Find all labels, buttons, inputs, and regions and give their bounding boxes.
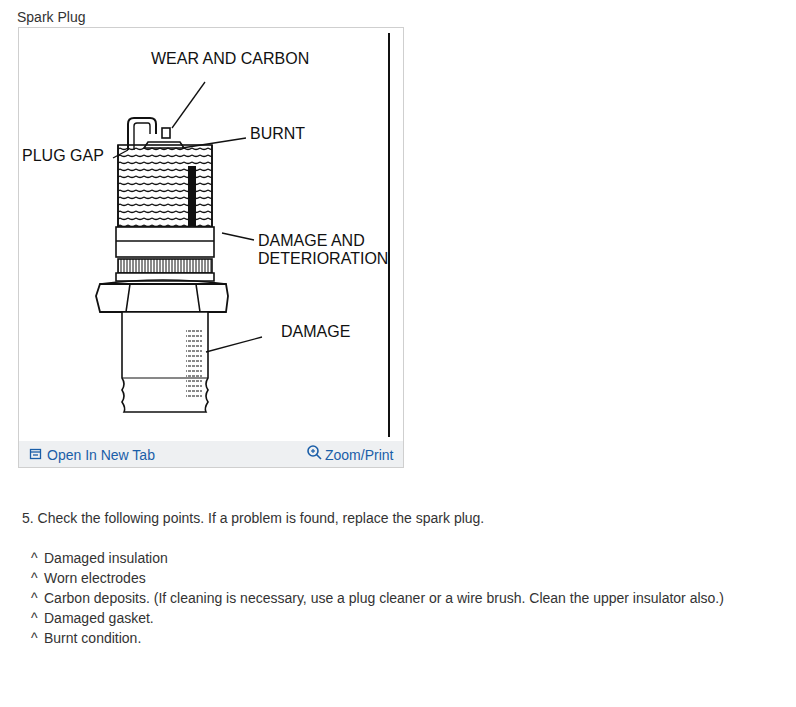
open-tab-icon	[31, 450, 41, 459]
bullet-mark: ^	[31, 630, 38, 646]
toolbar-link: Zoom/Print	[325, 447, 393, 463]
bullet-mark: ^	[31, 610, 38, 626]
image-frame	[19, 28, 404, 468]
instruction-text: 5. Check the following points. If a prob…	[22, 510, 484, 526]
toolbar-bar	[19, 441, 403, 467]
figure-title: Spark Plug	[17, 9, 85, 25]
list-item: Carbon deposits. (If cleaning is necessa…	[44, 590, 724, 606]
part-label: PLUG GAP	[22, 147, 104, 165]
toolbar-link: Open In New Tab	[47, 447, 155, 463]
list-item: Worn electrodes	[44, 570, 146, 586]
zoom-icon	[308, 446, 321, 459]
bullet-mark: ^	[31, 550, 38, 566]
spark-plug	[96, 118, 228, 412]
bullet-mark: ^	[31, 590, 38, 606]
part-label: WEAR AND CARBON	[151, 50, 309, 68]
list-item: Burnt condition.	[44, 630, 141, 646]
border-line	[388, 33, 390, 437]
leader-line	[113, 82, 262, 352]
list-item: Damaged gasket.	[44, 610, 154, 626]
list-item: Damaged insulation	[44, 550, 168, 566]
bullet-mark: ^	[31, 570, 38, 586]
part-label: DAMAGE	[281, 323, 350, 341]
part-label: DAMAGE AND DETERIORATION	[258, 232, 386, 269]
part-label: BURNT	[250, 125, 305, 143]
